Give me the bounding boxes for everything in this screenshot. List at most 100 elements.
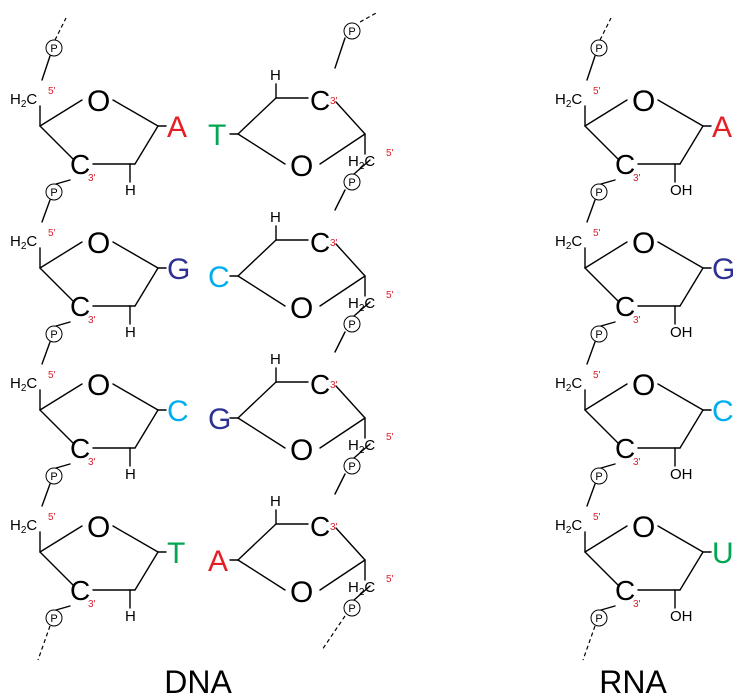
bond-line [237,97,277,135]
bond-line [584,125,620,161]
bond-line [134,551,159,591]
ch2-h: H [555,517,566,534]
phosphate-circle [45,39,63,57]
bond-line [39,125,75,161]
ring-oxygen: O [87,369,110,402]
c3-carbon: C [70,149,90,180]
ch2-subscript: 2 [21,525,27,536]
ch2-h: H [555,375,566,392]
ch2-label: H2C [348,153,375,172]
phosphate-label: P [595,187,602,199]
strand-continuation [582,625,596,661]
backbone-bond [55,179,71,185]
phosphate-circle [343,22,361,40]
bond-line [679,551,704,591]
phosphate-label: P [50,613,57,625]
ch2-c: C [571,91,582,108]
phosphate-circle [343,173,361,191]
bond-line [679,125,704,165]
ring-oxygen: O [290,434,313,467]
phosphate-circle [45,609,63,627]
prime-3-label: 3' [330,522,338,533]
phosphate-circle [590,609,608,627]
ch2-h: H [10,517,21,534]
bond-line [39,525,83,553]
phosphate-circle [590,325,608,343]
bond-line [657,525,704,553]
ring-oxygen: O [632,85,655,118]
bond-line [584,99,628,127]
ring-oxygen: O [87,511,110,544]
hydrogen-label: H [270,67,281,84]
bond-line [39,383,83,411]
ring-oxygen: O [87,227,110,260]
base-a: A [712,111,732,144]
bond-line [584,525,628,553]
ch2-c: C [364,437,375,454]
ch2-c: C [571,517,582,534]
bond-line [39,99,83,127]
phosphate-group: P [343,22,361,40]
bond-line [584,383,628,411]
bond-line [584,409,620,445]
prime-5-label: 5' [48,86,56,97]
ch2-h: H [348,153,359,170]
ch2-subscript: 2 [21,241,27,252]
ch2-label: H2C [555,233,582,252]
prime-3-label: 3' [633,315,641,326]
bond-line [584,241,628,269]
c3-carbon: C [615,291,635,322]
ch2-c: C [571,375,582,392]
hydrogen-label: H [125,608,136,625]
phosphate-label: P [50,471,57,483]
phosphate-circle [343,315,361,333]
phosphate-label: P [348,319,355,331]
bond-line [112,241,159,269]
phosphate-label: P [348,177,355,189]
bond-line [679,267,704,307]
hydrogen-label: H [270,493,281,510]
phosphate-group: P [45,183,63,201]
base-g: G [167,253,190,286]
bond-line [112,383,159,411]
bond-line [319,275,366,307]
backbone-bond [41,483,51,507]
phosphate-label: P [348,26,355,38]
prime-5-label: 5' [593,228,601,239]
phosphate-circle [590,467,608,485]
phosphate-group: P [590,183,608,201]
prime-5-label: 5' [386,290,394,301]
bond-line [319,133,366,165]
ch2-c: C [364,579,375,596]
ch2-h: H [10,91,21,108]
prime-5-label: 5' [593,370,601,381]
phosphate-circle [45,183,63,201]
prime-5-label: 5' [386,148,394,159]
prime-3-label: 3' [633,457,641,468]
bond-line [657,241,704,269]
base-c: C [712,395,733,428]
bond-line [112,525,159,553]
phosphate-circle [343,599,361,617]
phosphate-group: P [45,325,63,343]
phosphate-group: P [343,599,361,617]
phosphate-circle [45,325,63,343]
ring-oxygen: O [290,150,313,183]
prime-3-label: 3' [88,315,96,326]
hydrogen-label: H [270,209,281,226]
bond-line [39,551,75,587]
strand-continuation [37,625,51,661]
bond-line [319,417,366,449]
backbone-bond [353,301,371,317]
ch2-label: H2C [348,437,375,456]
hydroxyl-label: OH [670,324,693,341]
backbone-bond [600,463,616,469]
ch2-h: H [348,579,359,596]
bond-line [237,559,286,591]
